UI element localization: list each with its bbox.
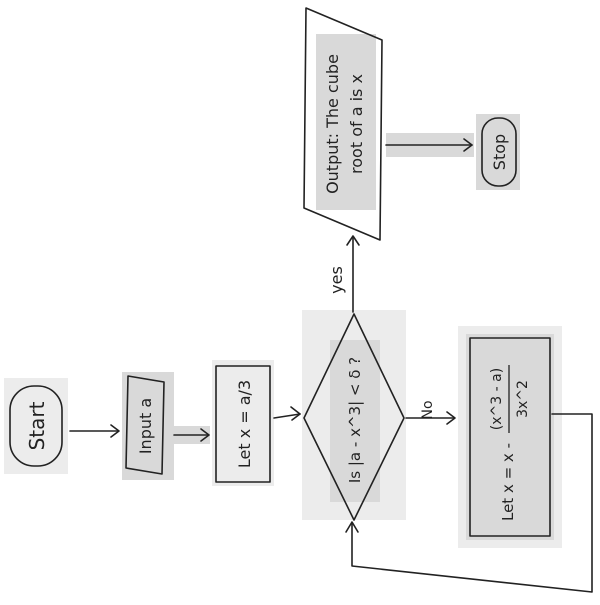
input-node: Input a xyxy=(125,375,165,475)
arrow-input-to-init-head xyxy=(200,428,210,442)
init-node: Let x = a/3 xyxy=(215,365,271,483)
output-line-1: Output: The cube xyxy=(323,54,342,194)
decision-node: Is |a - x^3| < δ ? xyxy=(303,313,405,521)
init-highlight xyxy=(212,360,274,486)
start-label: Start xyxy=(25,401,49,450)
output-highlight xyxy=(316,34,376,210)
decision-label: Is |a - x^3| < δ ? xyxy=(346,357,364,483)
update-node: Let x = x - (x^3 - a) 3x^2 xyxy=(469,337,551,537)
init-label: Let x = a/3 xyxy=(235,380,254,468)
update-box xyxy=(469,337,551,537)
output-node: Output: The cube root of a is x xyxy=(303,7,383,241)
yes-label: yes xyxy=(327,266,346,294)
loop-back-line xyxy=(351,413,593,593)
arrow-output-to-stop-head xyxy=(463,138,473,152)
arrow-start-to-input-head xyxy=(110,424,120,438)
update-denominator: 3x^2 xyxy=(515,380,531,418)
arrow-init-to-decision xyxy=(273,413,301,419)
start-highlight xyxy=(4,378,68,474)
output-line-2: root of a is x xyxy=(347,74,366,174)
decision-diamond xyxy=(303,313,405,521)
stop-node: Stop xyxy=(481,117,517,187)
input-parallelogram xyxy=(125,375,165,475)
start-oval xyxy=(9,385,63,467)
arrow-yes-head xyxy=(346,235,360,246)
update-highlight-inner xyxy=(466,334,554,540)
decision-highlight-inner xyxy=(330,340,380,502)
output-parallelogram xyxy=(303,7,383,241)
init-box xyxy=(215,365,271,483)
input-highlight-outer xyxy=(122,372,174,480)
stop-oval xyxy=(481,117,517,187)
update-numerator: (x^3 - a) xyxy=(489,368,505,430)
stop-label: Stop xyxy=(490,134,509,170)
input-label: Input a xyxy=(136,398,155,454)
start-node: Start xyxy=(9,385,63,467)
update-label: Let x = x - xyxy=(499,443,517,521)
no-label: No xyxy=(420,400,436,419)
loop-back-head xyxy=(345,521,359,533)
arrow-init-to-decision-head xyxy=(290,406,301,421)
arrow-no-head xyxy=(446,411,456,425)
